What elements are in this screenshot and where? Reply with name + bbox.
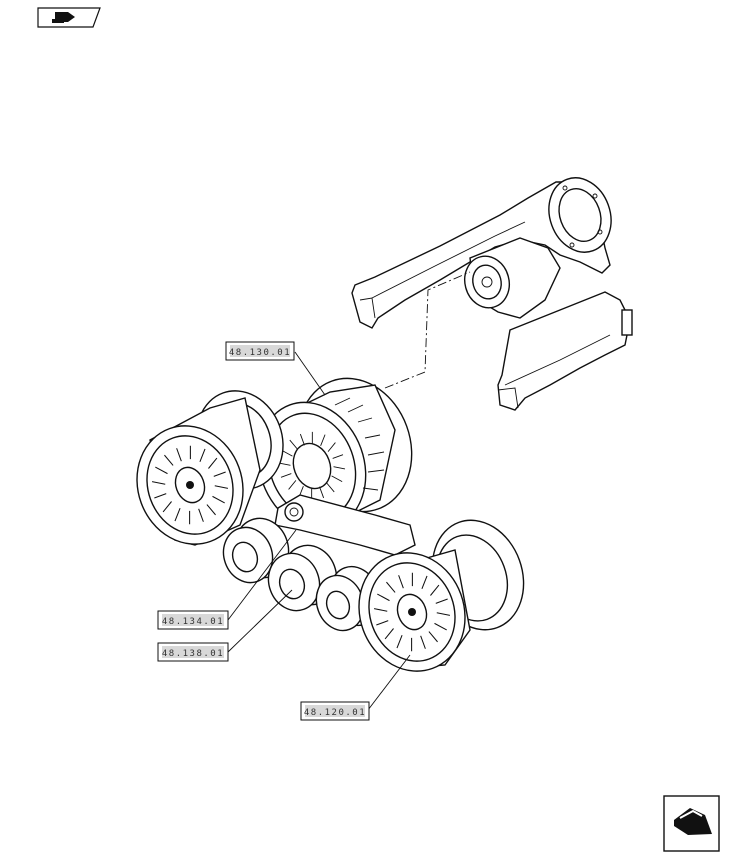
callout-48-138[interactable]: 48.138.01	[157, 642, 229, 662]
callout-label: 48.138.01	[162, 649, 224, 659]
callout-label: 48.134.01	[162, 617, 224, 627]
callout-48-120[interactable]: 48.120.01	[300, 701, 370, 721]
callout-label: 48.120.01	[304, 708, 366, 718]
return-arrow-icon[interactable]	[663, 795, 720, 852]
assembly-centerline	[384, 271, 471, 389]
callout-48-134[interactable]: 48.134.01	[157, 610, 229, 630]
callout-label: 48.130.01	[229, 348, 291, 358]
right-wheel-pair	[358, 519, 525, 672]
leader-lines	[227, 351, 411, 711]
section-indicator-icon[interactable]	[37, 7, 101, 28]
bogie-beam	[274, 494, 416, 556]
left-wheel-pair	[136, 390, 284, 546]
callout-48-130[interactable]: 48.130.01	[225, 341, 295, 361]
bogie-frame	[351, 177, 633, 411]
large-tandem-wheel	[257, 377, 413, 531]
